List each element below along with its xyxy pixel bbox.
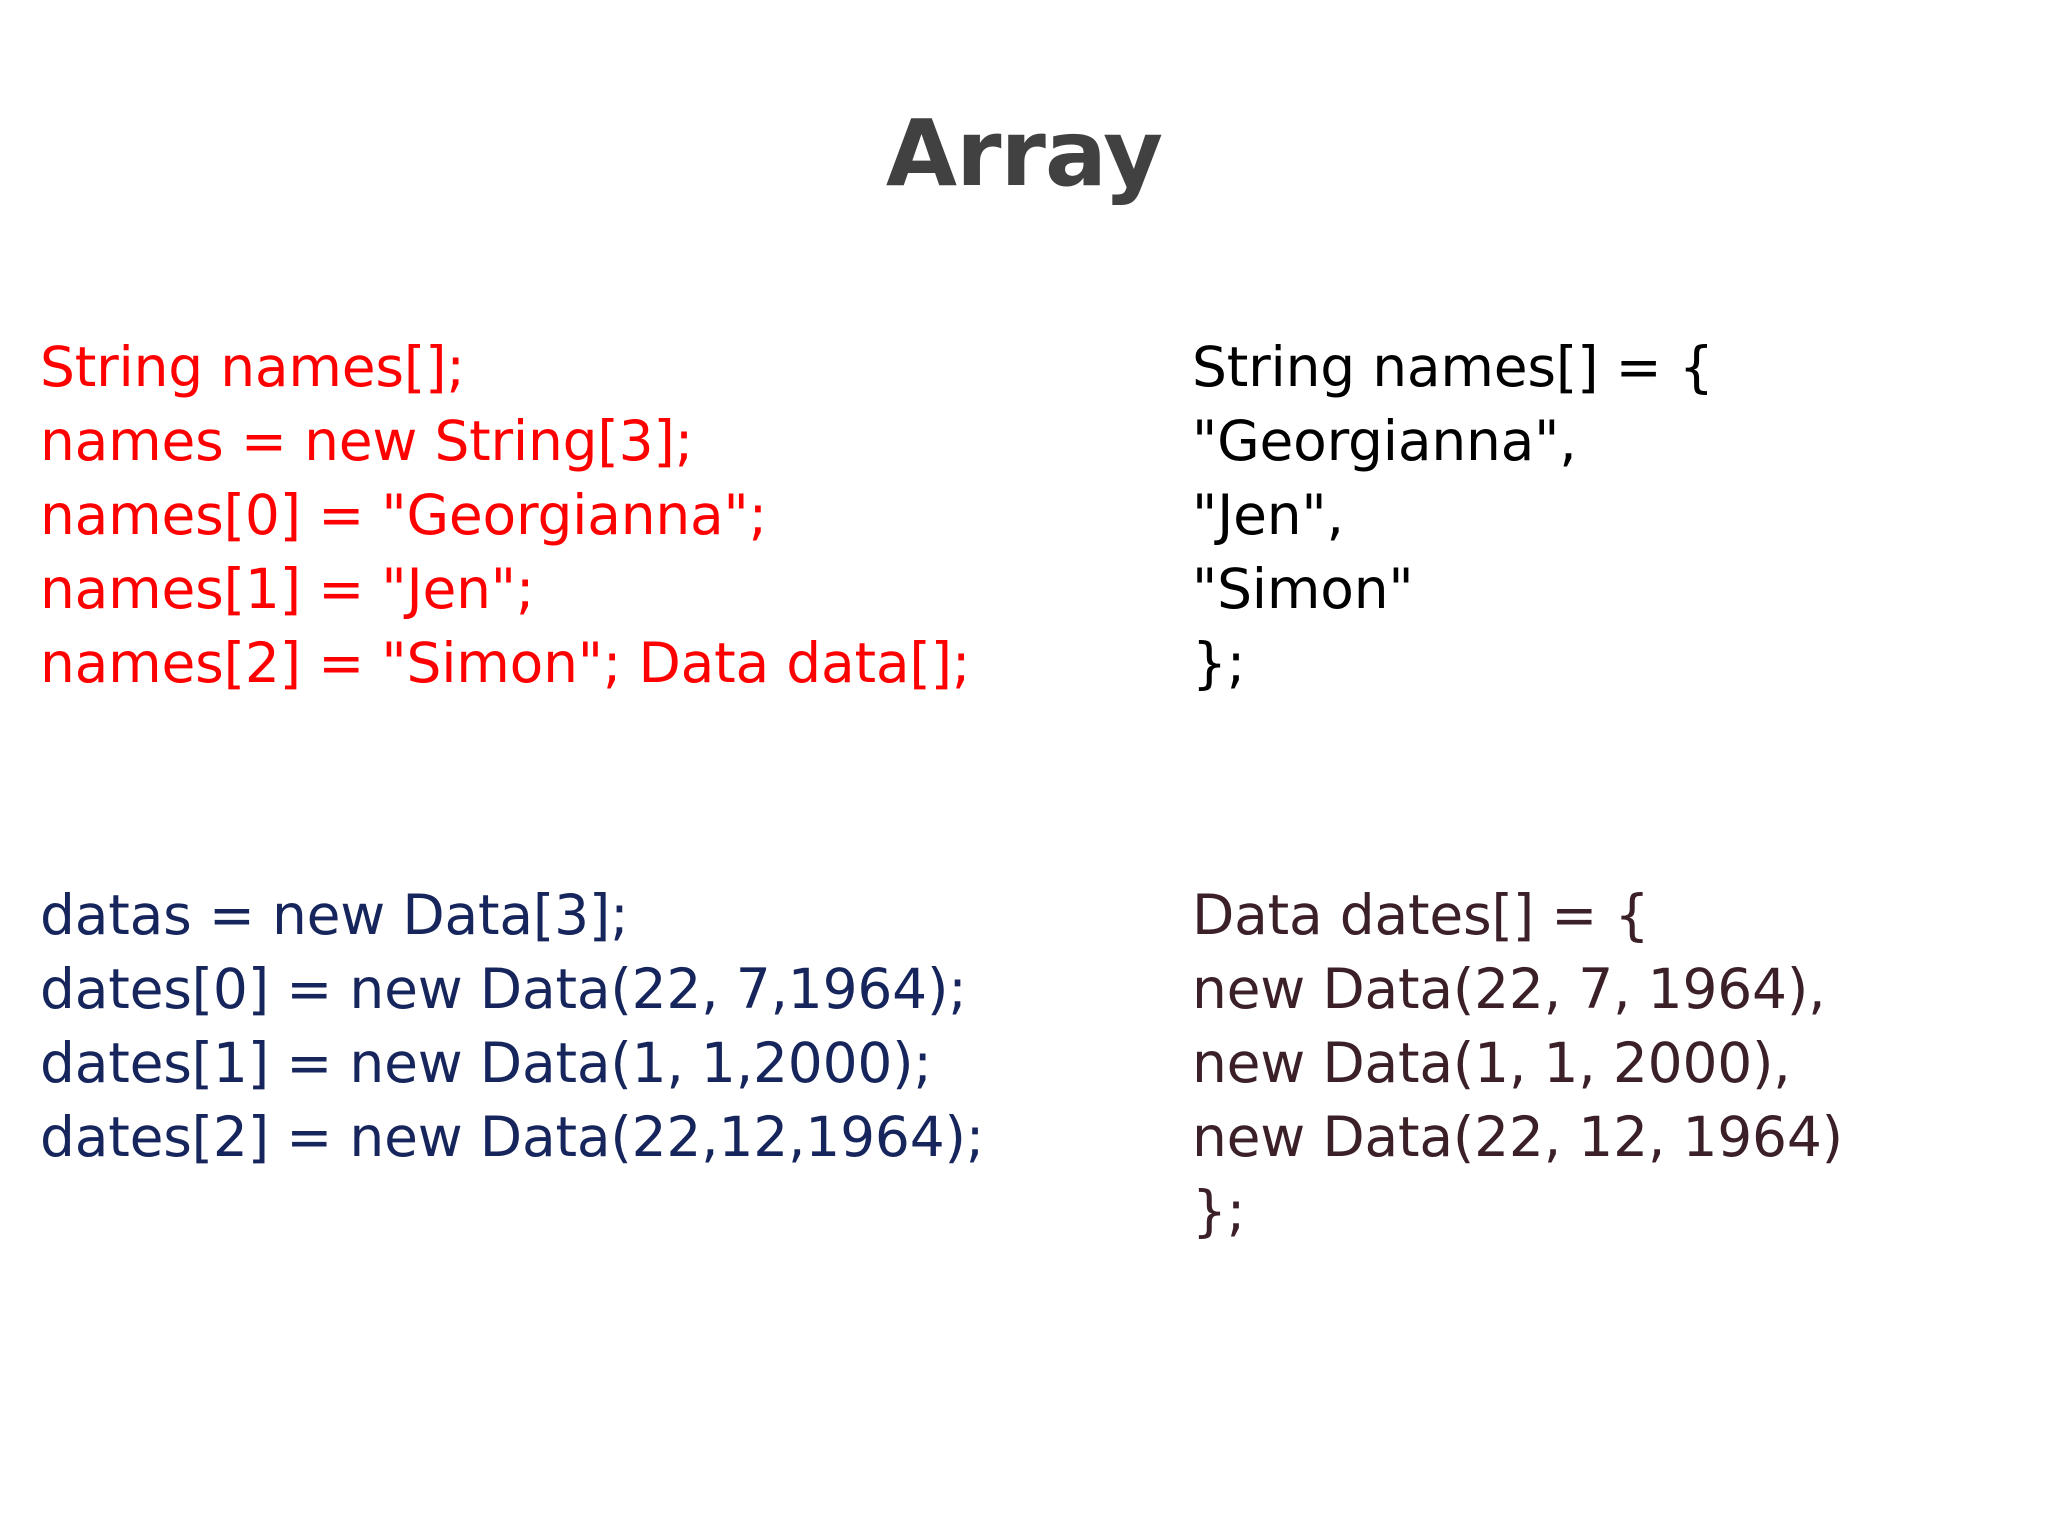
code-line: dates[2] = new Data(22,12,1964);: [40, 1105, 985, 1169]
code-line: dates[0] = new Data(22, 7,1964);: [40, 957, 967, 1021]
code-line: "Simon": [1192, 557, 1414, 621]
code-line: new Data(22, 12, 1964): [1192, 1105, 1843, 1169]
code-line: "Georgianna",: [1192, 409, 1577, 473]
code-line: new Data(22, 7, 1964),: [1192, 957, 1826, 1021]
code-block-names-imperative: String names[]; names = new String[3]; n…: [40, 330, 970, 700]
code-line: "Jen",: [1192, 483, 1344, 547]
code-line: };: [1192, 1179, 1246, 1243]
code-line: String names[];: [40, 335, 465, 399]
code-line: Data dates[] = {: [1192, 883, 1650, 947]
code-line: names[1] = "Jen";: [40, 557, 535, 621]
code-block-dates-literal: Data dates[] = { new Data(22, 7, 1964), …: [1192, 878, 1843, 1248]
code-line: new Data(1, 1, 2000),: [1192, 1031, 1791, 1095]
code-line: };: [1192, 631, 1246, 695]
page-title: Array: [885, 100, 1163, 207]
code-line: dates[1] = new Data(1, 1,2000);: [40, 1031, 932, 1095]
code-line: names[0] = "Georgianna";: [40, 483, 767, 547]
code-line: names[2] = "Simon"; Data data[];: [40, 631, 971, 695]
code-line: datas = new Data[3];: [40, 883, 629, 947]
code-block-dates-imperative: datas = new Data[3]; dates[0] = new Data…: [40, 878, 984, 1174]
code-line: names = new String[3];: [40, 409, 694, 473]
code-line: String names[] = {: [1192, 335, 1714, 399]
code-block-names-literal: String names[] = { "Georgianna", "Jen", …: [1192, 330, 1714, 700]
